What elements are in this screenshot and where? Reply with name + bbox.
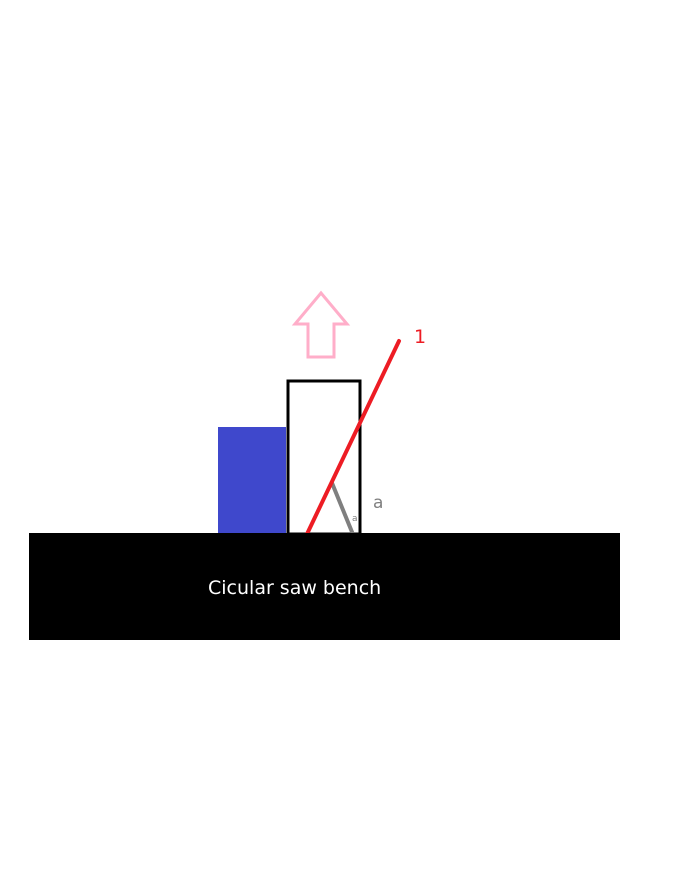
cut-line-label: 1 (414, 326, 426, 348)
blue-block (218, 427, 286, 534)
workpiece (286, 379, 362, 536)
angle-label-small: a (352, 514, 358, 524)
up-arrow-icon (291, 290, 351, 359)
cut-line (305, 339, 401, 536)
angle-line (330, 481, 354, 534)
bench-label: Cicular saw bench (208, 577, 381, 599)
angle-label: a (373, 493, 383, 513)
saw-bench (29, 533, 620, 640)
